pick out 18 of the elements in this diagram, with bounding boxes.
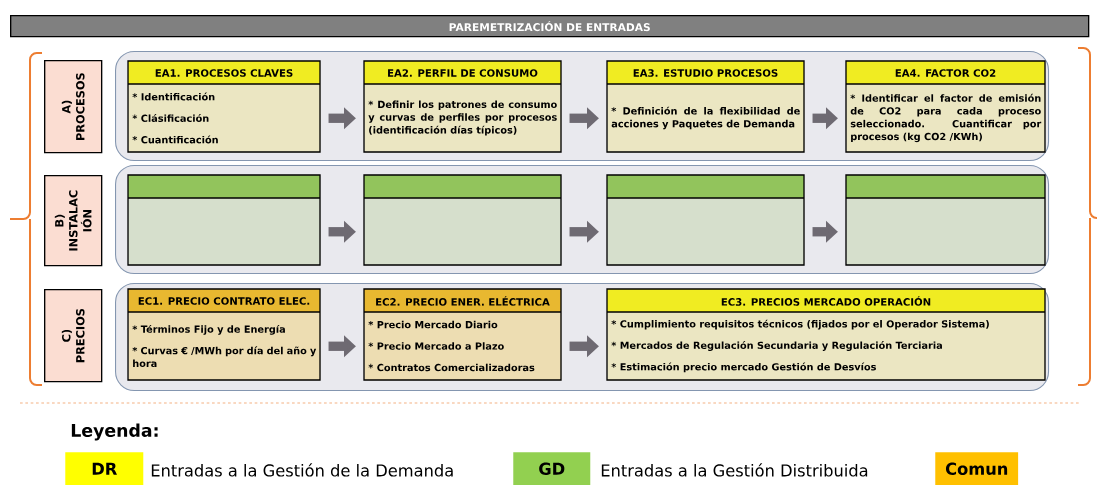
legend-text: Entradas a la Gestión Distribuida [601,463,868,477]
input-box: EA3. ESTUDIO PROCESOS * Definición de la flexibilidad de acciones y Paquetes de Demanda [606,60,805,153]
title-bar: PAREMETRIZACIÓN DE ENTRADAS [10,15,1090,38]
row-label: A) PROCESOS [44,60,103,154]
empty-box [606,174,805,266]
legend-heading: Leyenda: [71,423,158,441]
input-box: EC3. PRECIOS MERCADO OPERACIÓN * Cumplimiento requisitos técnicos (fijados por el Operador Sistema) * Mercados de Regulación Secundaria y Regulación Terciaria * Estimación precio mercado Gestión de Desvíos [606,288,1046,381]
input-box: EC2. PRECIO ENER. ELÉCTRICA * Precio Mercado Diario * Precio Mercado a Plazo * Contratos Comercializadoras [363,288,562,381]
empty-box [363,174,562,266]
input-box: EA2. PERFIL DE CONSUMO * Definir los patrones de consumo y curvas de perfiles por procesos (identificación días típicos) [363,60,562,153]
legend-text: Entradas a la Gestión de la Demanda [151,463,453,477]
input-box: EC1. PRECIO CONTRATO ELEC. * Términos Fijo y de Energía * Curvas € /MWh por día del año y hora [127,288,321,381]
row-label: C) PRECIOS [44,289,103,383]
input-box: EA4. FACTOR CO2 * Identificar el factor de emisión de CO2 para cada proceso seleccionado. Cuantificar por procesos (kg CO2 /KWh) [845,60,1046,153]
empty-box [127,174,321,266]
empty-box [845,174,1046,266]
row-label: B) INSTALAC IÓN [44,175,103,267]
input-box: EA1. PROCESOS CLAVES * Identificación * Clásificación * Cuantificación [127,60,321,153]
